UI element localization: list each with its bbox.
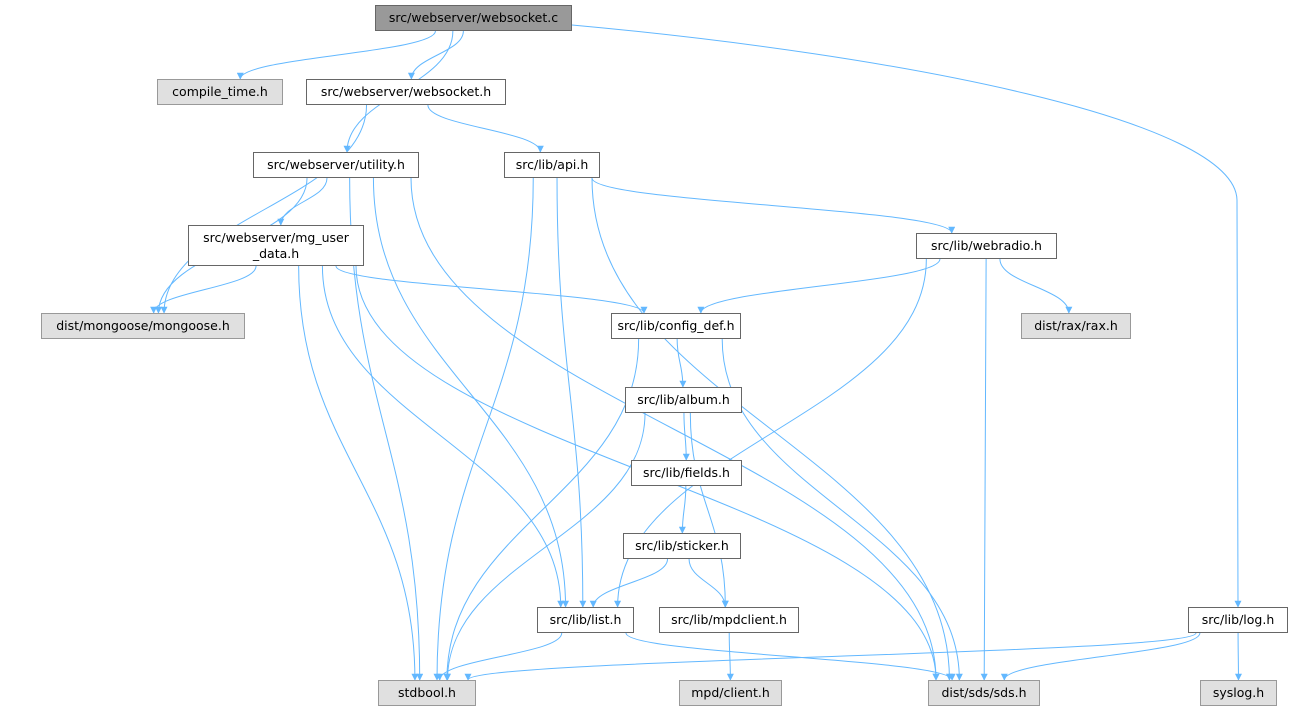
node-label: src/webserver/utility.h <box>267 157 405 172</box>
node-label: dist/sds/sds.h <box>941 685 1027 700</box>
node-compile-time: compile_time.h <box>157 79 283 105</box>
edge-album_h-to-fields_h <box>682 412 690 461</box>
node-label: src/webserver/mg_user _data.h <box>203 229 349 261</box>
node-label: dist/mongoose/mongoose.h <box>56 318 230 333</box>
node-label: syslog.h <box>1212 685 1265 700</box>
edge-api_h-to-webradio_h <box>591 177 956 234</box>
edge-album_h-to-stdbool_h <box>444 412 646 681</box>
node-label: src/lib/album.h <box>637 392 730 407</box>
node-mpdclient-h[interactable]: src/lib/mpdclient.h <box>659 607 799 633</box>
node-config-def-h[interactable]: src/lib/config_def.h <box>611 313 741 339</box>
node-label: src/lib/fields.h <box>643 465 730 480</box>
edge-log_h-to-sds_h <box>1000 632 1201 681</box>
edge-webradio_h-to-rax_h <box>999 258 1073 314</box>
edge-album_h-to-mpdclient_h <box>689 412 729 608</box>
edge-log_h-to-stdbool_h <box>464 632 1197 681</box>
node-label: src/lib/api.h <box>515 157 589 172</box>
edge-config_def_h-to-album_h <box>676 338 687 388</box>
node-webradio-h[interactable]: src/lib/webradio.h <box>916 233 1057 259</box>
edge-websocket_c-to-log_h <box>571 24 1242 608</box>
node-rax-h: dist/rax/rax.h <box>1021 313 1131 339</box>
edge-mpdclient_h-to-mpd_client_h <box>726 632 734 681</box>
node-label: dist/rax/rax.h <box>1034 318 1118 333</box>
edge-websocket_c-to-compile_time <box>236 30 436 80</box>
node-label: mpd/client.h <box>691 685 770 700</box>
node-fields-h[interactable]: src/lib/fields.h <box>631 460 742 486</box>
edge-utility_h-to-list_h <box>372 177 570 608</box>
node-label: src/webserver/websocket.h <box>320 84 492 99</box>
node-album-h[interactable]: src/lib/album.h <box>625 387 742 413</box>
node-mg-user-data-h[interactable]: src/webserver/mg_user _data.h <box>188 225 364 266</box>
node-websocket-h[interactable]: src/webserver/websocket.h <box>306 79 506 105</box>
node-label: src/lib/config_def.h <box>617 318 735 333</box>
node-label: compile_time.h <box>172 84 268 99</box>
edge-mg_user_data_h-to-stdbool_h <box>298 265 419 681</box>
node-label: src/lib/log.h <box>1201 612 1275 627</box>
edge-websocket_h-to-api_h <box>427 104 544 153</box>
node-label: src/lib/sticker.h <box>635 538 729 553</box>
edge-webradio_h-to-config_def_h <box>697 258 941 314</box>
node-log-h[interactable]: src/lib/log.h <box>1188 607 1288 633</box>
node-websocket-c: src/webserver/websocket.c <box>375 5 572 31</box>
edge-mg_user_data_h-to-list_h <box>321 265 565 608</box>
node-mongoose-h: dist/mongoose/mongoose.h <box>41 313 245 339</box>
node-list-h[interactable]: src/lib/list.h <box>537 607 634 633</box>
edge-mg_user_data_h-to-config_def_h <box>335 265 648 314</box>
edge-websocket_c-to-websocket_h <box>407 30 464 80</box>
node-utility-h[interactable]: src/webserver/utility.h <box>253 152 419 178</box>
edge-list_h-to-stdbool_h <box>436 632 563 681</box>
edge-api_h-to-list_h <box>556 177 587 608</box>
edge-sticker_h-to-list_h <box>589 558 669 608</box>
edge-api_h-to-sds_h <box>591 177 953 681</box>
edge-mg_user_data_h-to-mongoose_h <box>150 265 257 314</box>
edge-fields_h-to-sticker_h <box>678 485 687 534</box>
node-sds-h: dist/sds/sds.h <box>928 680 1040 706</box>
edge-list_h-to-sds_h <box>625 632 956 681</box>
node-label: src/lib/mpdclient.h <box>671 612 787 627</box>
node-stdbool-h: stdbool.h <box>378 680 476 706</box>
node-label: stdbool.h <box>398 685 456 700</box>
node-mpd-client-h: mpd/client.h <box>679 680 782 706</box>
node-sticker-h[interactable]: src/lib/sticker.h <box>623 533 741 559</box>
node-label: src/webserver/websocket.c <box>388 10 559 25</box>
node-label: src/lib/webradio.h <box>931 238 1042 253</box>
edge-webradio_h-to-sds_h <box>980 258 988 681</box>
edge-utility_h-to-mg_user_data_h <box>277 177 328 226</box>
edge-sticker_h-to-mpdclient_h <box>688 558 729 608</box>
node-api-h[interactable]: src/lib/api.h <box>504 152 600 178</box>
edge-api_h-to-stdbool_h <box>433 177 534 681</box>
node-syslog-h: syslog.h <box>1200 680 1277 706</box>
edge-utility_h-to-sds_h <box>410 177 940 681</box>
edge-websocket_h-to-mongoose_h <box>160 104 368 314</box>
node-label: src/lib/list.h <box>549 612 622 627</box>
